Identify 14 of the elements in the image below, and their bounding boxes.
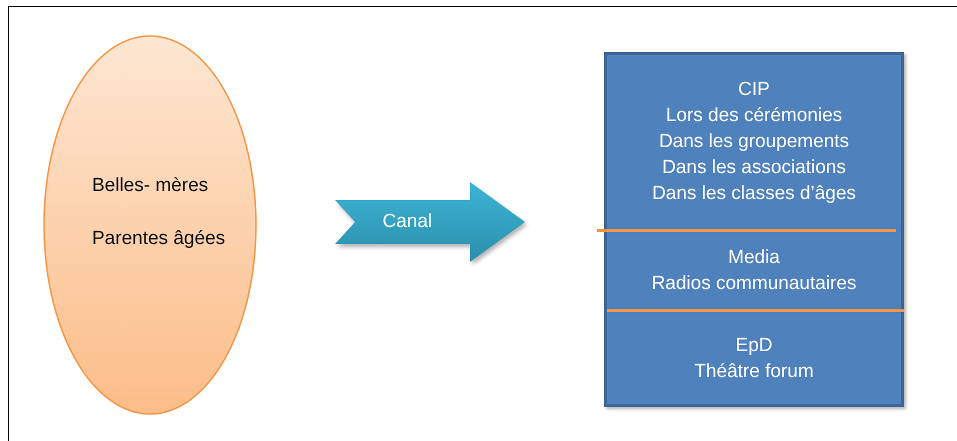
section-heading: CIP [738,78,770,102]
oval-text: Parentes âgées [92,228,226,250]
oval-node [43,35,257,415]
section-item: Lors des cérémonies [666,104,842,128]
section-item: Radios communautaires [652,272,856,296]
edge-label: Canal [382,211,432,233]
section-item: Dans les classes d’âges [652,182,856,206]
section-heading: Media [728,246,780,270]
section-item: Dans les groupements [658,130,850,154]
block-arrow [335,182,525,262]
section-item: Dans les associations [662,156,846,180]
oval-text: Belles- mères [92,175,208,197]
section-item: Théâtre forum [694,360,814,384]
section-heading: EpD [736,334,772,358]
